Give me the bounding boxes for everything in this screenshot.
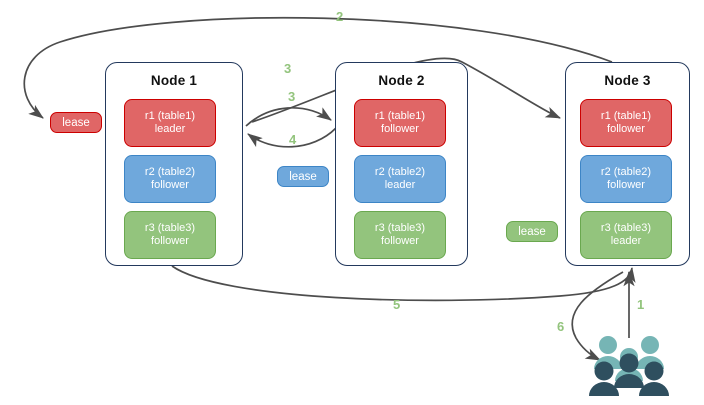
node-box-node2[interactable]: Node 2 r1 (table1) follower r2 (table2) …	[335, 62, 468, 266]
arrow-step-3-upper	[251, 57, 561, 123]
replica-r3-node2[interactable]: r3 (table3) follower	[354, 211, 446, 259]
replica-name: r1 (table1)	[144, 109, 196, 122]
replica-role: follower	[151, 179, 189, 191]
step-label-6: 6	[557, 319, 565, 334]
arrow-step-6	[571, 271, 624, 361]
replica-role: follower	[607, 179, 645, 191]
replica-role: leader	[610, 235, 642, 247]
replica-r2-node2[interactable]: r2 (table2) leader	[354, 155, 446, 203]
arrow-step-3-node2	[245, 107, 332, 127]
replica-name: r2 (table2)	[374, 165, 426, 178]
replica-r2-node3[interactable]: r2 (table2) follower	[580, 155, 672, 203]
replica-r2-node1[interactable]: r2 (table2) follower	[124, 155, 216, 203]
node-title: Node 3	[604, 73, 651, 88]
replica-name: r3 (table3)	[600, 221, 652, 234]
replica-role: follower	[151, 235, 189, 247]
lease-badge-green[interactable]: lease	[506, 221, 558, 242]
lease-badge-red[interactable]: lease	[50, 112, 102, 133]
replica-name: r2 (table2)	[144, 165, 196, 178]
step-label-4: 4	[289, 132, 297, 147]
step-label-3b: 3	[288, 89, 296, 104]
replica-name: r1 (table1)	[600, 109, 652, 122]
node-box-node1[interactable]: Node 1 r1 (table1) leader r2 (table2) fo…	[105, 62, 243, 266]
node-box-node3[interactable]: Node 3 r1 (table1) follower r2 (table2) …	[565, 62, 690, 266]
replica-role: follower	[607, 123, 645, 135]
arrow-step-5	[171, 265, 636, 302]
arrow-step-4	[247, 127, 337, 148]
replica-r3-node3[interactable]: r3 (table3) leader	[580, 211, 672, 259]
arrow-step-2	[23, 16, 613, 119]
node-title: Node 1	[150, 73, 198, 88]
replica-r3-node1[interactable]: r3 (table3) follower	[124, 211, 216, 259]
replica-name: r2 (table2)	[600, 165, 652, 178]
replica-r1-node2[interactable]: r1 (table1) follower	[354, 99, 446, 147]
replica-name: r3 (table3)	[144, 221, 196, 234]
step-label-5: 5	[393, 297, 401, 312]
replica-name: r1 (table1)	[374, 109, 426, 122]
replica-role: leader	[154, 123, 186, 135]
replica-role: follower	[381, 123, 419, 135]
replica-role: leader	[384, 179, 416, 191]
step-label-3a: 3	[284, 61, 292, 76]
lease-badge-blue[interactable]: lease	[277, 166, 329, 187]
step-label-2: 2	[336, 9, 344, 24]
step-label-1: 1	[637, 297, 645, 312]
replica-name: r3 (table3)	[374, 221, 426, 234]
replica-r1-node3[interactable]: r1 (table1) follower	[580, 99, 672, 147]
node-title: Node 2	[378, 73, 425, 88]
replica-r1-node1[interactable]: r1 (table1) leader	[124, 99, 216, 147]
replica-role: follower	[381, 235, 419, 247]
